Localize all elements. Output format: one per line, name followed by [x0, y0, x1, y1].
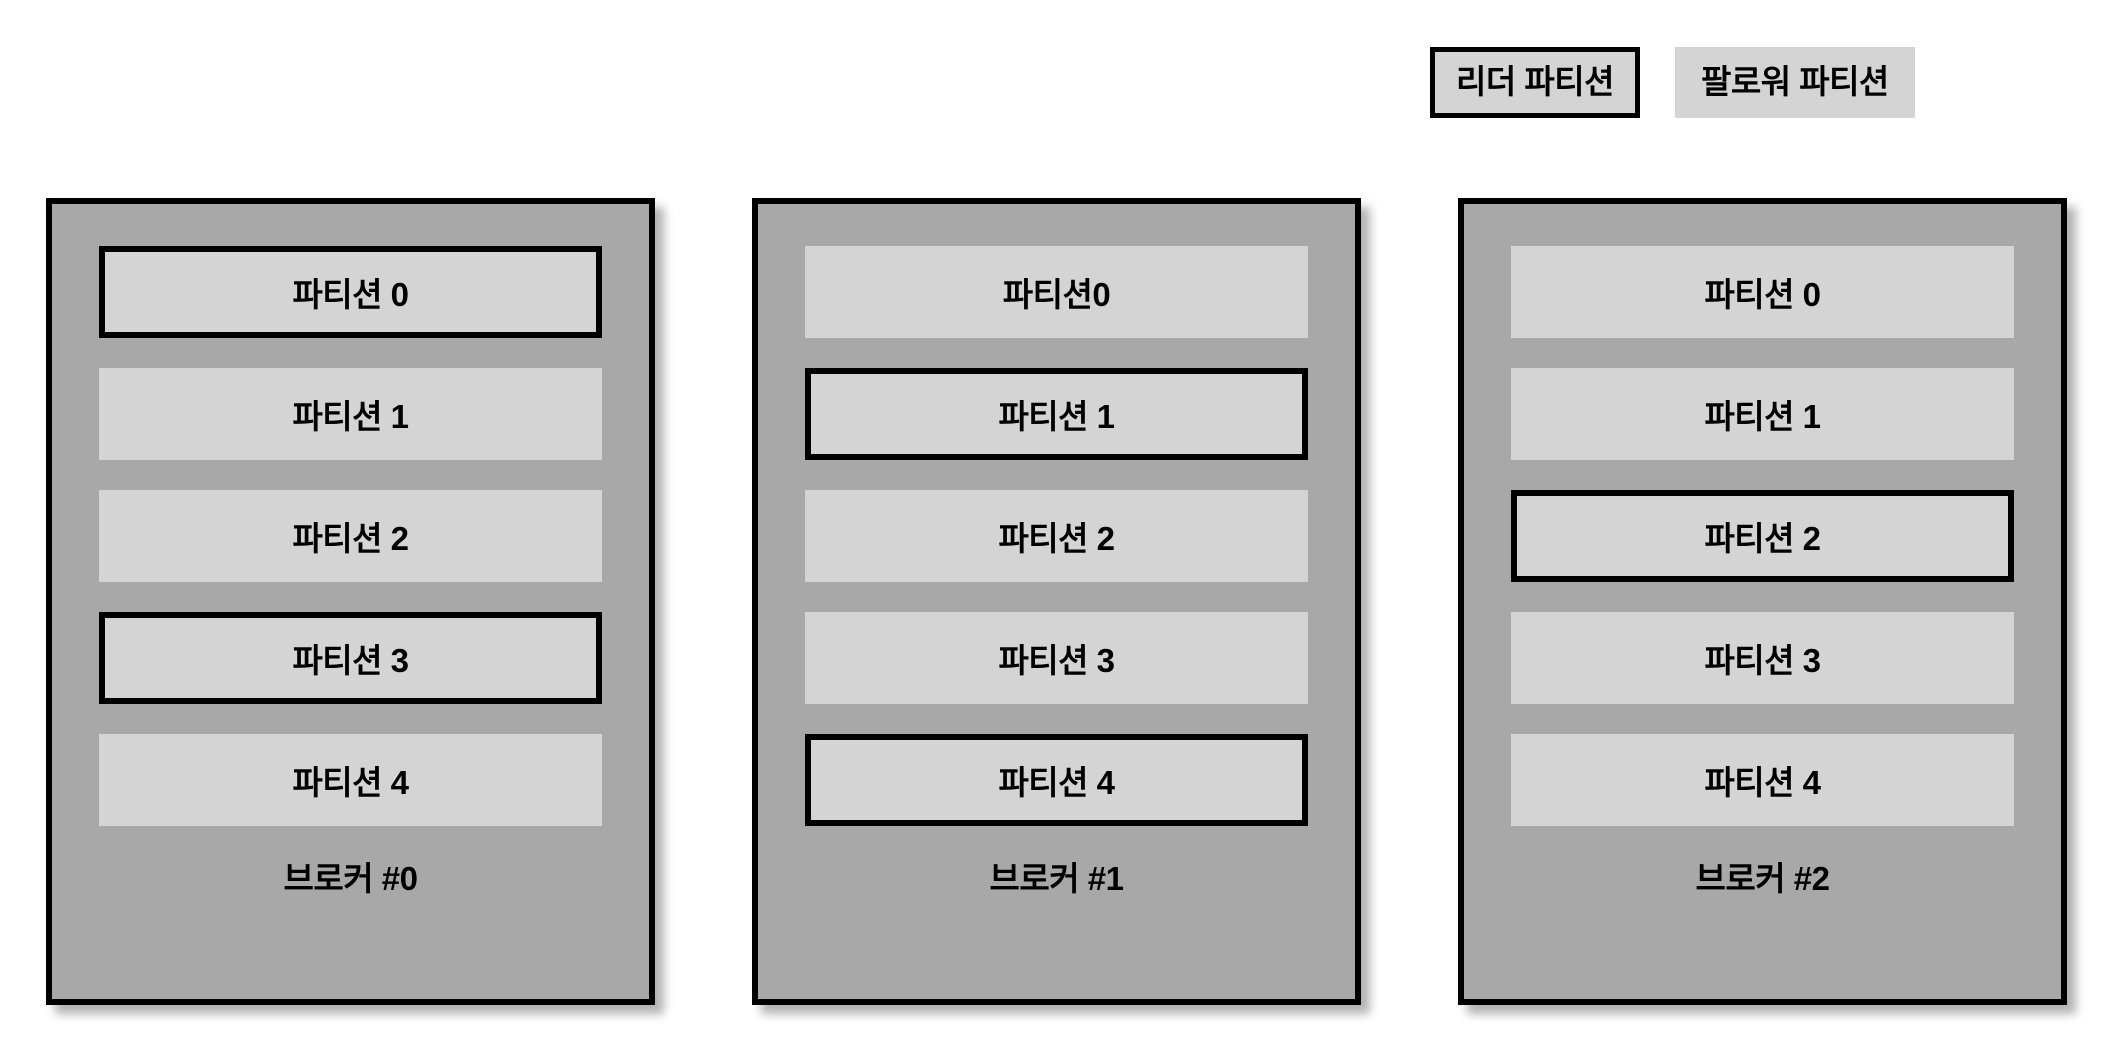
- partition-label: 파티션 2: [1704, 520, 1821, 557]
- partition-label: 파티션 2: [292, 520, 409, 557]
- partition-label: 파티션 4: [292, 764, 409, 801]
- partition-label: 파티션 1: [998, 398, 1115, 435]
- partition-row: 파티션 1: [805, 368, 1308, 460]
- partition-label: 파티션 4: [1704, 764, 1821, 801]
- partition-label: 파티션 0: [292, 276, 409, 313]
- partition-row: 파티션 4: [99, 734, 602, 826]
- partition-list-broker-1: 파티션0 파티션 1 파티션 2 파티션 3 파티션 4: [758, 246, 1355, 826]
- partition-row: 파티션 3: [805, 612, 1308, 704]
- partition-list-broker-0: 파티션 0 파티션 1 파티션 2 파티션 3 파티션 4: [52, 246, 649, 826]
- partition-row: 파티션 2: [805, 490, 1308, 582]
- partition-label: 파티션0: [1002, 276, 1111, 313]
- legend-item-follower-partition: 팔로워 파티션: [1674, 47, 1915, 118]
- legend-item-follower-partition-label: 팔로워 파티션: [1700, 63, 1889, 100]
- partition-row: 파티션 1: [1511, 368, 2014, 460]
- partition-row: 파티션0: [805, 246, 1308, 338]
- legend-item-leader-partition: 리더 파티션: [1430, 47, 1640, 118]
- partition-list-broker-2: 파티션 0 파티션 1 파티션 2 파티션 3 파티션 4: [1464, 246, 2061, 826]
- partition-row: 파티션 4: [805, 734, 1308, 826]
- partition-row: 파티션 0: [99, 246, 602, 338]
- partition-label: 파티션 2: [998, 520, 1115, 557]
- partition-label: 파티션 3: [998, 642, 1115, 679]
- broker-box-0: 파티션 0 파티션 1 파티션 2 파티션 3 파티션 4 브로커 #0: [46, 198, 655, 1005]
- partition-label: 파티션 1: [292, 398, 409, 435]
- partition-label: 파티션 1: [1704, 398, 1821, 435]
- partition-row: 파티션 3: [99, 612, 602, 704]
- legend: 리더 파티션 팔로워 파티션: [1430, 47, 1915, 118]
- partition-row: 파티션 1: [99, 368, 602, 460]
- legend-item-leader-partition-label: 리더 파티션: [1456, 63, 1614, 100]
- broker-box-2: 파티션 0 파티션 1 파티션 2 파티션 3 파티션 4 브로커 #2: [1458, 198, 2067, 1005]
- partition-row: 파티션 2: [1511, 490, 2014, 582]
- broker-box-1: 파티션0 파티션 1 파티션 2 파티션 3 파티션 4 브로커 #1: [752, 198, 1361, 1005]
- partition-row: 파티션 2: [99, 490, 602, 582]
- partition-label: 파티션 4: [998, 764, 1115, 801]
- partition-label: 파티션 3: [1704, 642, 1821, 679]
- broker-label: 브로커 #1: [989, 860, 1124, 897]
- partition-row: 파티션 0: [1511, 246, 2014, 338]
- broker-label: 브로커 #0: [283, 860, 418, 897]
- broker-label: 브로커 #2: [1695, 860, 1830, 897]
- partition-label: 파티션 0: [1704, 276, 1821, 313]
- partition-row: 파티션 4: [1511, 734, 2014, 826]
- partition-label: 파티션 3: [292, 642, 409, 679]
- partition-row: 파티션 3: [1511, 612, 2014, 704]
